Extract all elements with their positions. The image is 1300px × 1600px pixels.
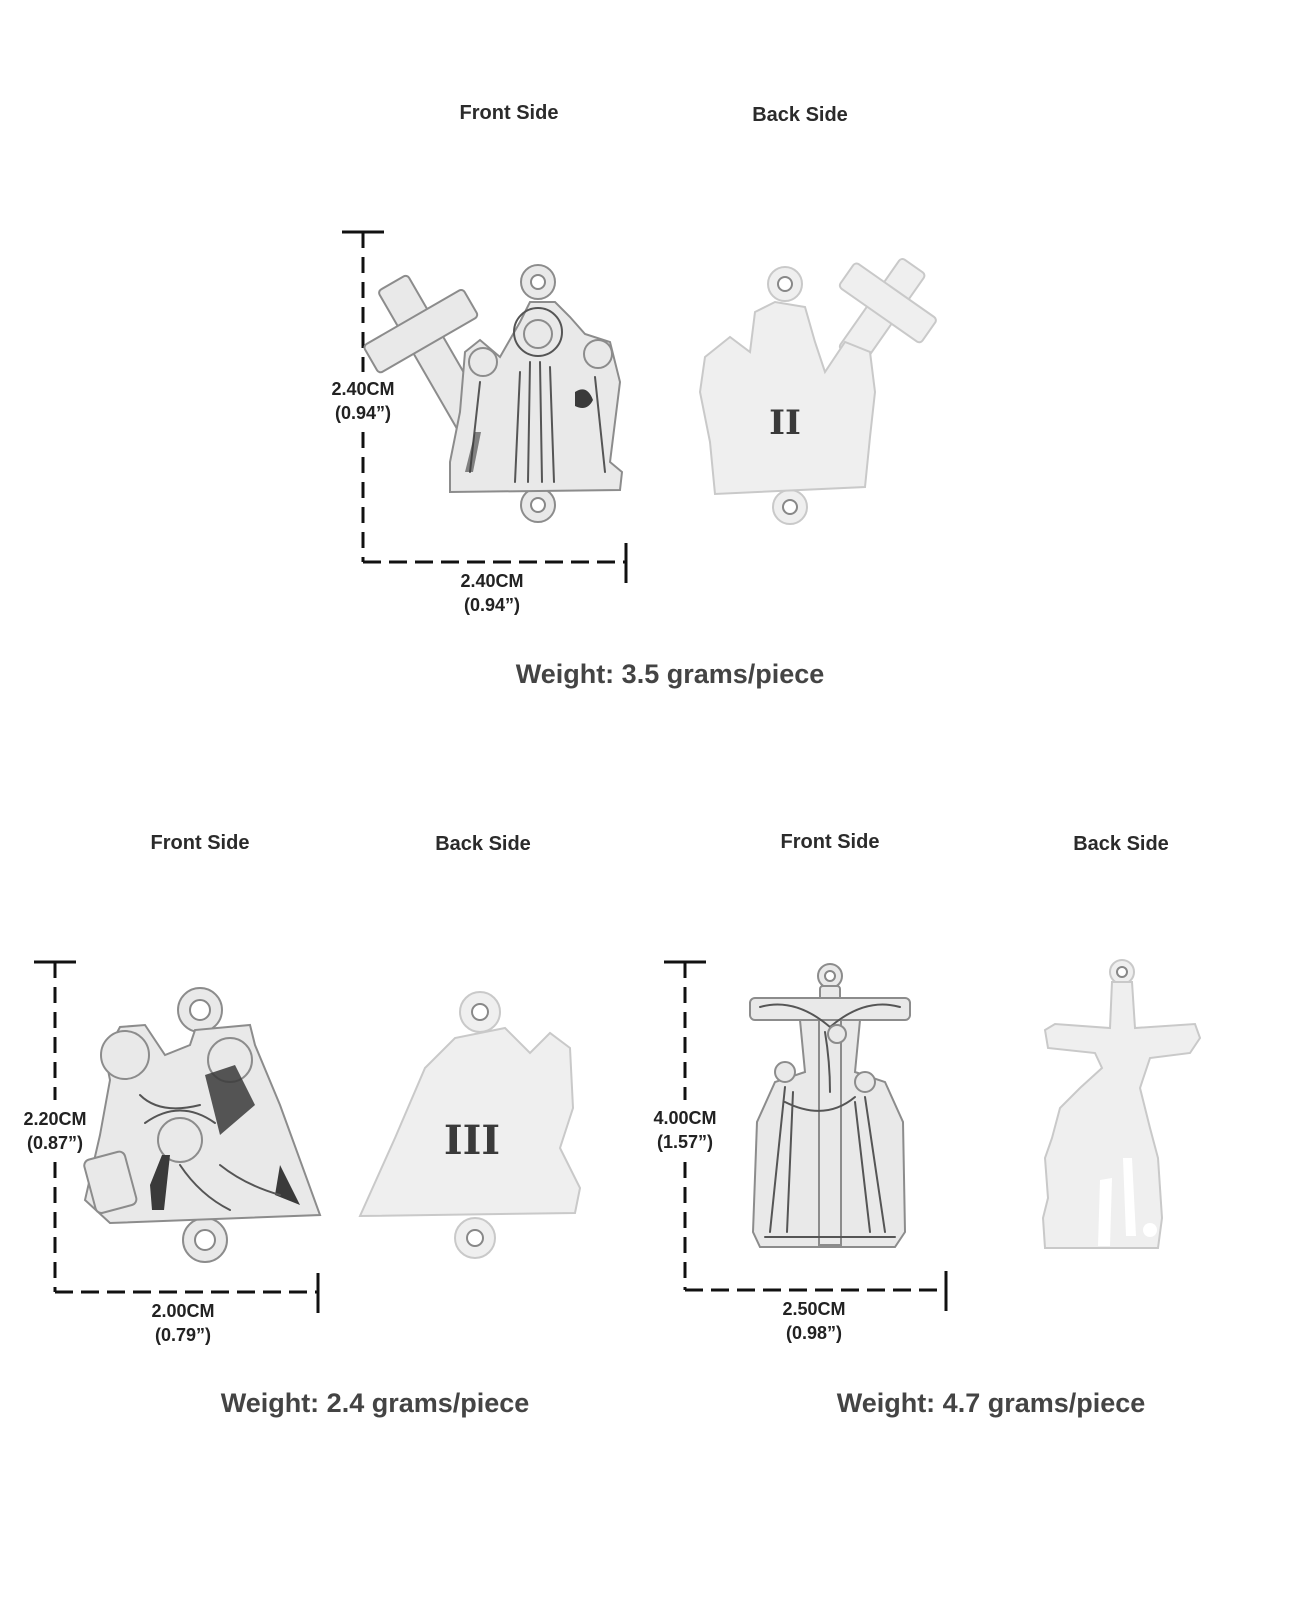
back-side-label: Back Side xyxy=(1073,833,1169,855)
front-side-label: Front Side xyxy=(459,102,559,124)
height-in: (0.94”) xyxy=(334,403,392,423)
front-charm-image xyxy=(749,963,911,1248)
height-dimension: 2.20CM (0.87”) xyxy=(23,1107,86,1155)
back-charm-image: II xyxy=(698,258,937,525)
weight-label: Weight: 4.7 grams/piece xyxy=(836,1388,1146,1418)
width-cm: 2.00CM xyxy=(151,1301,215,1321)
back-roman-numeral: III xyxy=(444,1117,500,1164)
front-side-label: Front Side xyxy=(150,832,250,854)
height-cm: 2.20CM xyxy=(23,1109,87,1129)
width-cm: 2.50CM xyxy=(782,1299,846,1319)
height-dimension: 2.40CM (0.94”) xyxy=(331,377,394,425)
width-cm: 2.40CM xyxy=(460,571,524,591)
back-charm-image: III xyxy=(358,991,582,1259)
width-dimension: 2.40CM (0.94”) xyxy=(460,569,523,617)
front-charm-image xyxy=(363,264,624,523)
height-cm: 4.00CM xyxy=(653,1108,717,1128)
front-charm-image xyxy=(83,987,322,1263)
width-in: (0.79”) xyxy=(154,1325,212,1345)
width-in: (0.94”) xyxy=(463,595,521,615)
width-in: (0.98”) xyxy=(785,1323,843,1343)
back-side-label: Back Side xyxy=(752,104,848,126)
width-dimension: 2.00CM (0.79”) xyxy=(151,1299,214,1347)
back-side-label: Back Side xyxy=(435,833,531,855)
weight-label: Weight: 3.5 grams/piece xyxy=(515,659,825,689)
height-in: (1.57”) xyxy=(656,1132,714,1152)
height-dimension: 4.00CM (1.57”) xyxy=(653,1106,716,1154)
width-dimension: 2.50CM (0.98”) xyxy=(782,1297,845,1345)
front-side-label: Front Side xyxy=(780,831,880,853)
back-charm-image xyxy=(1041,959,1202,1249)
height-in: (0.87”) xyxy=(26,1133,84,1153)
height-cm: 2.40CM xyxy=(331,379,395,399)
weight-label: Weight: 2.4 grams/piece xyxy=(220,1388,530,1418)
back-roman-numeral: II xyxy=(769,403,801,443)
